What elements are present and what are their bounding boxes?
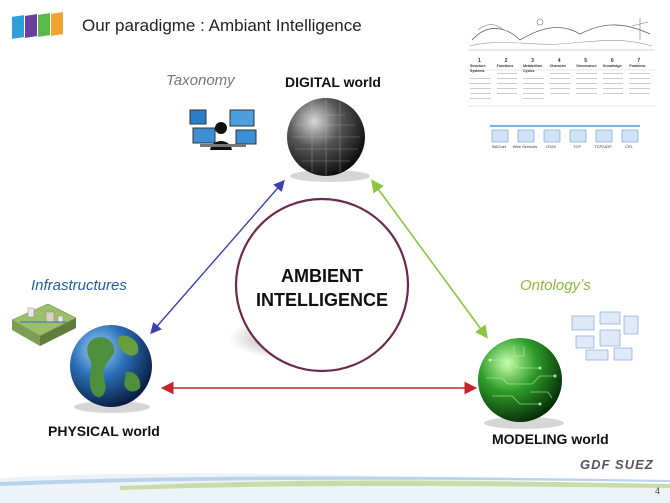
- column-entry-line: [549, 78, 571, 79]
- center-label: AMBIENT INTELLIGENCE: [236, 264, 408, 312]
- column-entry-line: [523, 78, 544, 79]
- center-line-1: AMBIENT: [281, 266, 363, 286]
- arrow-physical-digital: [150, 179, 285, 335]
- ontology-tables-icon: [571, 311, 639, 361]
- column-entry-line: [470, 98, 491, 99]
- column-heading: Knowledge: [602, 64, 622, 68]
- column-entry-line: [576, 83, 597, 84]
- protocol-label: CPL: [625, 144, 633, 149]
- column-number: 2: [504, 58, 508, 64]
- physical-globe-icon: [70, 325, 152, 413]
- protocol-label: TCP/UDP: [594, 144, 612, 149]
- ontology-label: Ontologyʼs: [520, 277, 591, 294]
- column-entry-line: [549, 88, 571, 89]
- column-entry-line: [470, 78, 491, 79]
- classification-table: [468, 69, 656, 107]
- column-entry-line: [523, 98, 544, 99]
- column-entry-line: [602, 93, 624, 94]
- digital-globe-icon: [287, 98, 370, 182]
- column-entry-line: [496, 73, 518, 74]
- column-entry-line: [549, 93, 571, 94]
- taxonomy-label: Taxonomy: [166, 72, 235, 89]
- page-title: Our paradigme : Ambiant Intelligence: [82, 16, 362, 35]
- network-bus-diagram: [490, 125, 640, 143]
- physical-world-label: PHYSICAL world: [48, 423, 160, 439]
- digital-world-label: DIGITAL world: [285, 74, 381, 90]
- monitors-icon: [189, 109, 257, 150]
- column-number: 6: [610, 58, 614, 64]
- protocol-label: Web Services: [512, 144, 538, 149]
- column-entry-line: [549, 83, 571, 84]
- arrow-digital-modeling: [371, 179, 488, 339]
- column-number: 1: [478, 58, 481, 64]
- center-line-2: INTELLIGENCE: [255, 290, 388, 310]
- column-entry-line: [496, 78, 518, 79]
- column-entry-line: [602, 83, 624, 84]
- column-heading: Problems: [629, 64, 646, 68]
- city-model-icon: [11, 303, 77, 346]
- column-entry-line: [629, 83, 650, 84]
- protocol-labels: BACnet Web Services OSGi TCP TCP/UDP CPL: [486, 144, 646, 158]
- column-entry-line: [470, 88, 491, 89]
- column-entry-line: [523, 88, 544, 89]
- column-number: 5: [584, 58, 588, 64]
- column-entry-line: [576, 93, 597, 94]
- column-entry-line: [576, 73, 597, 74]
- landscape-sketch-icon: [468, 18, 655, 51]
- page-number: 4: [655, 486, 661, 496]
- column-number: 3: [531, 58, 534, 64]
- column-heading: Functions: [496, 64, 514, 68]
- column-entry-line: [629, 88, 650, 89]
- column-entry-line: [576, 88, 597, 89]
- protocol-label: BACnet: [492, 144, 506, 149]
- column-heading: Structure Systems: [470, 64, 486, 73]
- column-entry-line: [470, 83, 491, 84]
- column-entry-line: [602, 78, 624, 79]
- center-circle: [234, 197, 410, 373]
- protocol-label: TCP: [573, 144, 581, 149]
- modeling-globe-icon: [478, 338, 564, 429]
- column-entry-line: [629, 93, 650, 94]
- footer-stripe-blue: [0, 476, 670, 486]
- column-entry-line: [629, 78, 650, 79]
- column-entry-line: [629, 73, 650, 74]
- column-heading: Metabolism Cycles: [523, 64, 543, 73]
- column-entry-line: [523, 83, 544, 84]
- infrastructures-label: Infrastructures: [31, 277, 127, 294]
- footer-stripe-green: [120, 480, 670, 490]
- column-number: 7: [637, 58, 641, 64]
- column-entry-line: [496, 83, 518, 84]
- column-entry-line: [602, 73, 624, 74]
- column-entry-line: [549, 73, 571, 74]
- column-heading: Character: [549, 64, 567, 68]
- column-entry-line: [576, 78, 597, 79]
- column-number: 4: [557, 58, 561, 64]
- footer-brand-logo: GDF SUEZ: [580, 457, 654, 472]
- modeling-world-label: MODELING world: [492, 431, 609, 447]
- column-entry-line: [496, 93, 518, 94]
- column-entry-line: [602, 88, 624, 89]
- column-heading: Governance: [576, 64, 597, 68]
- column-entry-line: [496, 88, 518, 89]
- column-entry-line: [470, 93, 491, 94]
- column-entry-line: [523, 93, 544, 94]
- protocol-label: OSGi: [546, 144, 556, 149]
